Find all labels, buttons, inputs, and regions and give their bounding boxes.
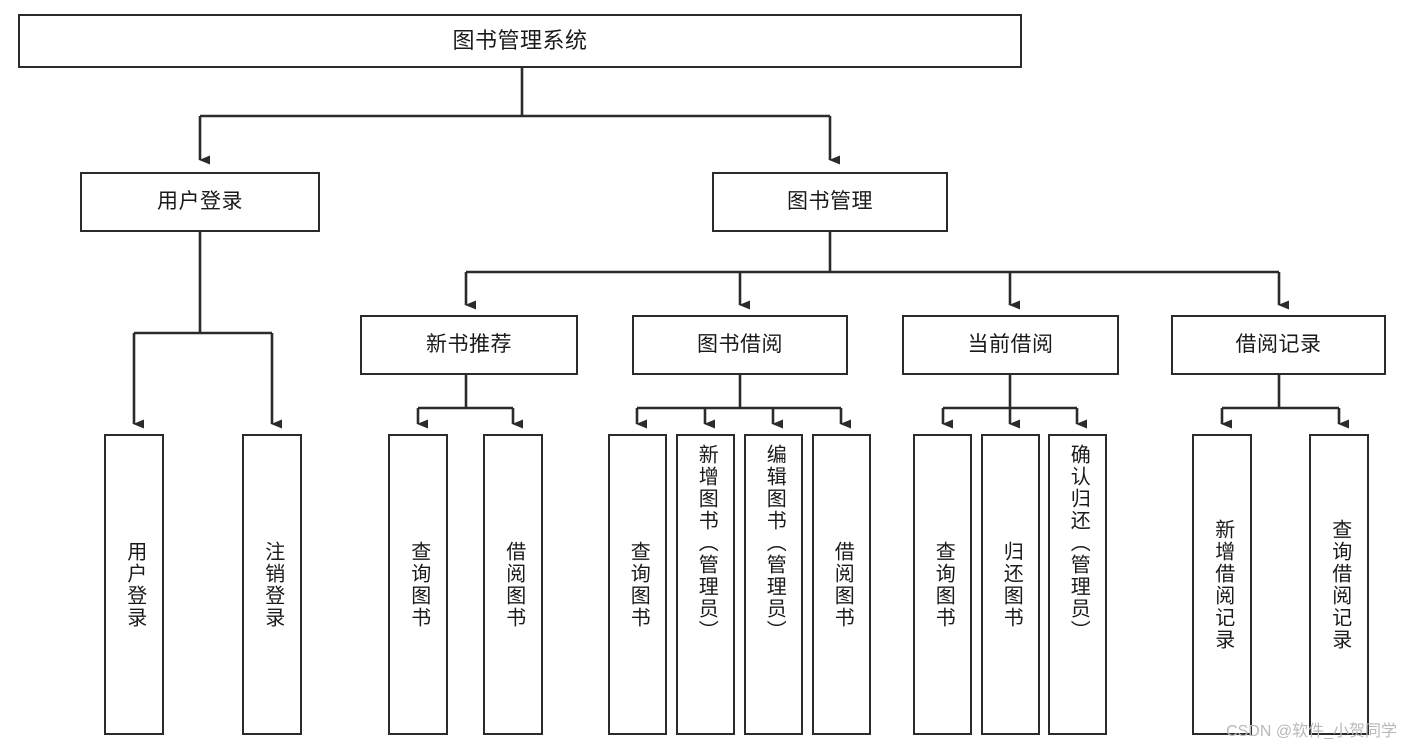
node-label: 查询图书 — [932, 540, 955, 629]
node-root-book-management-system[interactable]: 图书管理系统 — [18, 14, 1022, 68]
node-label: 借阅记录 — [1235, 333, 1322, 357]
node-leaf-borrow-book[interactable]: 借阅图书 — [812, 434, 871, 735]
node-leaf-add-book[interactable]: 新增图书（管理员） — [676, 434, 735, 735]
node-leaf-user-login[interactable]: 用户登录 — [104, 434, 164, 735]
node-label: 查询图书 — [627, 540, 650, 629]
csdn-watermark: CSDN @软件_小贺同学 — [1226, 723, 1397, 740]
node-label: 借阅图书 — [502, 540, 525, 629]
node-label: 归还图书 — [1000, 540, 1023, 629]
node-new-book-recommend[interactable]: 新书推荐 — [360, 315, 578, 375]
node-leaf-return-book[interactable]: 归还图书 — [981, 434, 1040, 735]
node-label: 用户登录 — [157, 190, 243, 214]
node-leaf-query-book-borrow[interactable]: 查询图书 — [608, 434, 667, 735]
node-leaf-query-book-recommend[interactable]: 查询图书 — [388, 434, 448, 735]
node-leaf-add-borrow-record[interactable]: 新增借阅记录 — [1192, 434, 1252, 735]
node-label: 图书借阅 — [697, 333, 783, 357]
node-borrow-record[interactable]: 借阅记录 — [1171, 315, 1386, 375]
node-label: 新书推荐 — [426, 333, 512, 357]
node-label: 图书管理系统 — [452, 27, 588, 53]
node-label: 编辑图书（管理员） — [763, 444, 786, 642]
node-leaf-query-borrow-record[interactable]: 查询借阅记录 — [1309, 434, 1369, 735]
node-label: 图书管理 — [787, 190, 873, 214]
node-label: 借阅图书 — [831, 540, 854, 629]
node-leaf-borrow-book-recommend[interactable]: 借阅图书 — [483, 434, 543, 735]
node-label: 查询图书 — [407, 540, 430, 629]
node-book-manage[interactable]: 图书管理 — [712, 172, 948, 232]
node-leaf-query-book-current[interactable]: 查询图书 — [913, 434, 972, 735]
node-label: 新增图书（管理员） — [695, 444, 718, 642]
node-user-login[interactable]: 用户登录 — [80, 172, 320, 232]
node-leaf-confirm-return[interactable]: 确认归还（管理员） — [1048, 434, 1107, 735]
node-label: 注销登录 — [261, 540, 284, 629]
node-current-borrow[interactable]: 当前借阅 — [902, 315, 1119, 375]
node-label: 新增借阅记录 — [1211, 518, 1234, 651]
node-label: 确认归还（管理员） — [1067, 444, 1090, 642]
node-label: 查询借阅记录 — [1328, 518, 1351, 651]
node-book-borrow[interactable]: 图书借阅 — [632, 315, 848, 375]
node-leaf-edit-book[interactable]: 编辑图书（管理员） — [744, 434, 803, 735]
node-label: 当前借阅 — [967, 333, 1054, 357]
node-leaf-logout-login[interactable]: 注销登录 — [242, 434, 302, 735]
node-label: 用户登录 — [123, 540, 146, 629]
